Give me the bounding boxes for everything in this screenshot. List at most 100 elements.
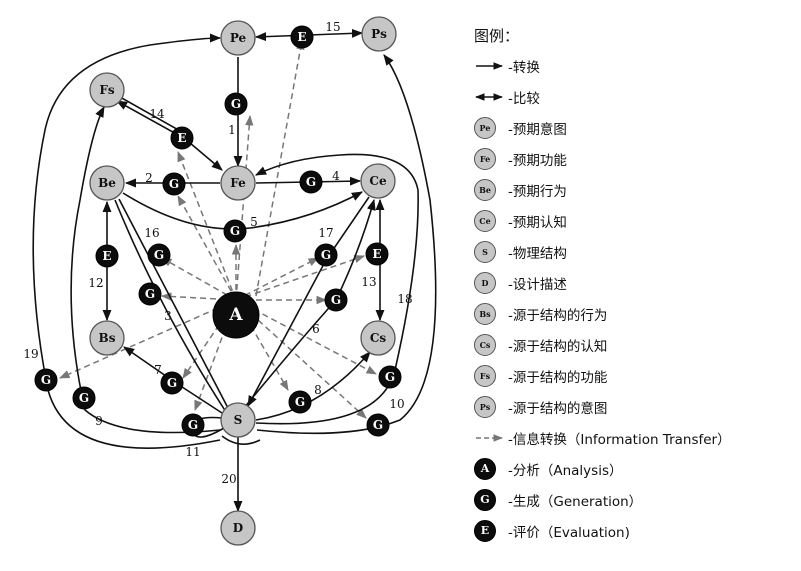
generation-node-16: G (147, 243, 171, 267)
generation-node-19: G (34, 368, 58, 392)
legend-item: S-物理结构 (474, 236, 794, 267)
legend-node-icon: Ce (474, 209, 508, 233)
svg-text:S: S (234, 413, 243, 427)
svg-text:G: G (295, 395, 305, 409)
legend-node-icon: Bs (474, 302, 508, 326)
legend-node-icon: D (474, 271, 508, 295)
node-ps: Ps (361, 16, 397, 52)
svg-text:E: E (297, 30, 306, 44)
legend-badge-icon: Pe (474, 116, 496, 139)
edge-label-11: 11 (185, 445, 200, 459)
legend-title: 图例： (474, 27, 520, 45)
legend-item: G -生成（Generation） (474, 484, 794, 515)
compare-arrow-icon (474, 85, 508, 109)
state-nodes: Pe Ps Fs Fe Be Ce Bs Cs S D (89, 16, 397, 546)
legend-item: A -分析（Analysis） (474, 453, 794, 484)
edge-label-10: 10 (389, 397, 404, 411)
legend-badge-icon: Ps (474, 395, 496, 418)
edge-label-19: 19 (23, 347, 38, 361)
legend-item-label: -生成（Generation） (508, 493, 643, 510)
svg-text:Fs: Fs (99, 83, 115, 97)
svg-text:D: D (233, 521, 243, 535)
node-be: Be (89, 165, 125, 201)
node-cs: Cs (360, 320, 396, 356)
svg-text:A: A (228, 305, 243, 325)
legend-node-icon: Fe (474, 147, 508, 171)
generation-node-9: G (72, 386, 96, 410)
svg-text:G: G (385, 370, 395, 384)
svg-text:G: G (188, 418, 198, 432)
legend-item-label: -设计描述 (508, 276, 567, 293)
legend-badge-icon: G (474, 488, 496, 511)
evaluation-node-13: E (365, 242, 389, 266)
legend-item: -比较 (474, 81, 794, 112)
svg-text:G: G (154, 248, 164, 262)
legend-badge-icon: Bs (474, 302, 496, 325)
svg-text:E: E (177, 131, 186, 145)
transform-arrow-icon (474, 54, 508, 78)
svg-text:G: G (331, 293, 341, 307)
generation-node-7: G (160, 371, 184, 395)
legend-item: D-设计描述 (474, 267, 794, 298)
edge-label-8: 8 (314, 383, 322, 397)
edge-label-20: 20 (221, 472, 236, 486)
legend-badge-icon: A (474, 457, 496, 480)
legend-item-label: -源于结构的认知 (508, 338, 608, 355)
svg-text:G: G (231, 97, 241, 111)
edge-label-6: 6 (312, 322, 320, 336)
node-fe: Fe (220, 165, 256, 201)
legend-item: Ce -预期认知 (474, 205, 794, 236)
legend-item: -转换 (474, 50, 794, 81)
svg-text:G: G (230, 224, 240, 238)
legend-item: -信息转换（Information Transfer） (474, 422, 794, 453)
legend-item-label: -源于结构的功能 (508, 369, 608, 386)
svg-text:E: E (102, 249, 111, 263)
design-process-diagram: 1 2 3 4 5 6 7 8 9 10 11 12 13 14 15 16 1… (23, 16, 437, 546)
svg-text:G: G (306, 175, 316, 189)
edge-label-18: 18 (397, 292, 412, 306)
generation-node-4: G (299, 170, 323, 194)
edge-label-15: 15 (325, 20, 340, 34)
svg-text:G: G (167, 376, 177, 390)
svg-text:G: G (321, 248, 331, 262)
legend-item-label: -分析（Analysis） (508, 462, 623, 479)
svg-text:Ce: Ce (369, 174, 387, 188)
svg-text:Be: Be (98, 176, 116, 190)
edge-label-13: 13 (361, 275, 376, 289)
legend-node-icon: S (474, 240, 508, 264)
node-ce: Ce (360, 163, 396, 199)
legend-node-icon: Pe (474, 116, 508, 140)
edge-label-5: 5 (250, 215, 258, 229)
legend-item-label: -预期认知 (508, 214, 567, 231)
edge-label-2: 2 (145, 171, 153, 185)
node-s: S (220, 402, 256, 438)
svg-text:G: G (169, 177, 179, 191)
svg-text:G: G (373, 418, 383, 432)
svg-text:Ps: Ps (371, 27, 387, 41)
generation-node-8: G (288, 390, 312, 414)
legend-node-icon: Cs (474, 333, 508, 357)
generation-node-11: G (181, 413, 205, 437)
evaluation-node-12: E (95, 244, 119, 268)
legend-item-label: -源于结构的行为 (508, 307, 608, 324)
node-fs: Fs (89, 72, 125, 108)
generation-node-1: G (224, 92, 248, 116)
svg-text:Bs: Bs (99, 331, 116, 345)
edge-number-labels: 1 2 3 4 5 6 7 8 9 10 11 12 13 14 15 16 1… (23, 20, 412, 486)
legend-badge-icon: Ce (474, 209, 496, 232)
legend-item: Fe-预期功能 (474, 143, 794, 174)
edge-label-3: 3 (164, 309, 172, 323)
node-pe: Pe (220, 20, 256, 56)
legend-item: E-评价（Evaluation) (474, 515, 794, 546)
svg-text:Pe: Pe (230, 31, 247, 45)
edge-label-1: 1 (228, 123, 236, 137)
edge-label-17: 17 (318, 226, 333, 240)
legend-badge-icon: E (474, 519, 496, 542)
process-edges (32, 28, 437, 513)
svg-text:E: E (372, 247, 381, 261)
generation-node-3: G (138, 282, 162, 306)
generation-node-18: G (378, 365, 402, 389)
node-d: D (220, 510, 256, 546)
edge-label-12: 12 (88, 276, 103, 290)
